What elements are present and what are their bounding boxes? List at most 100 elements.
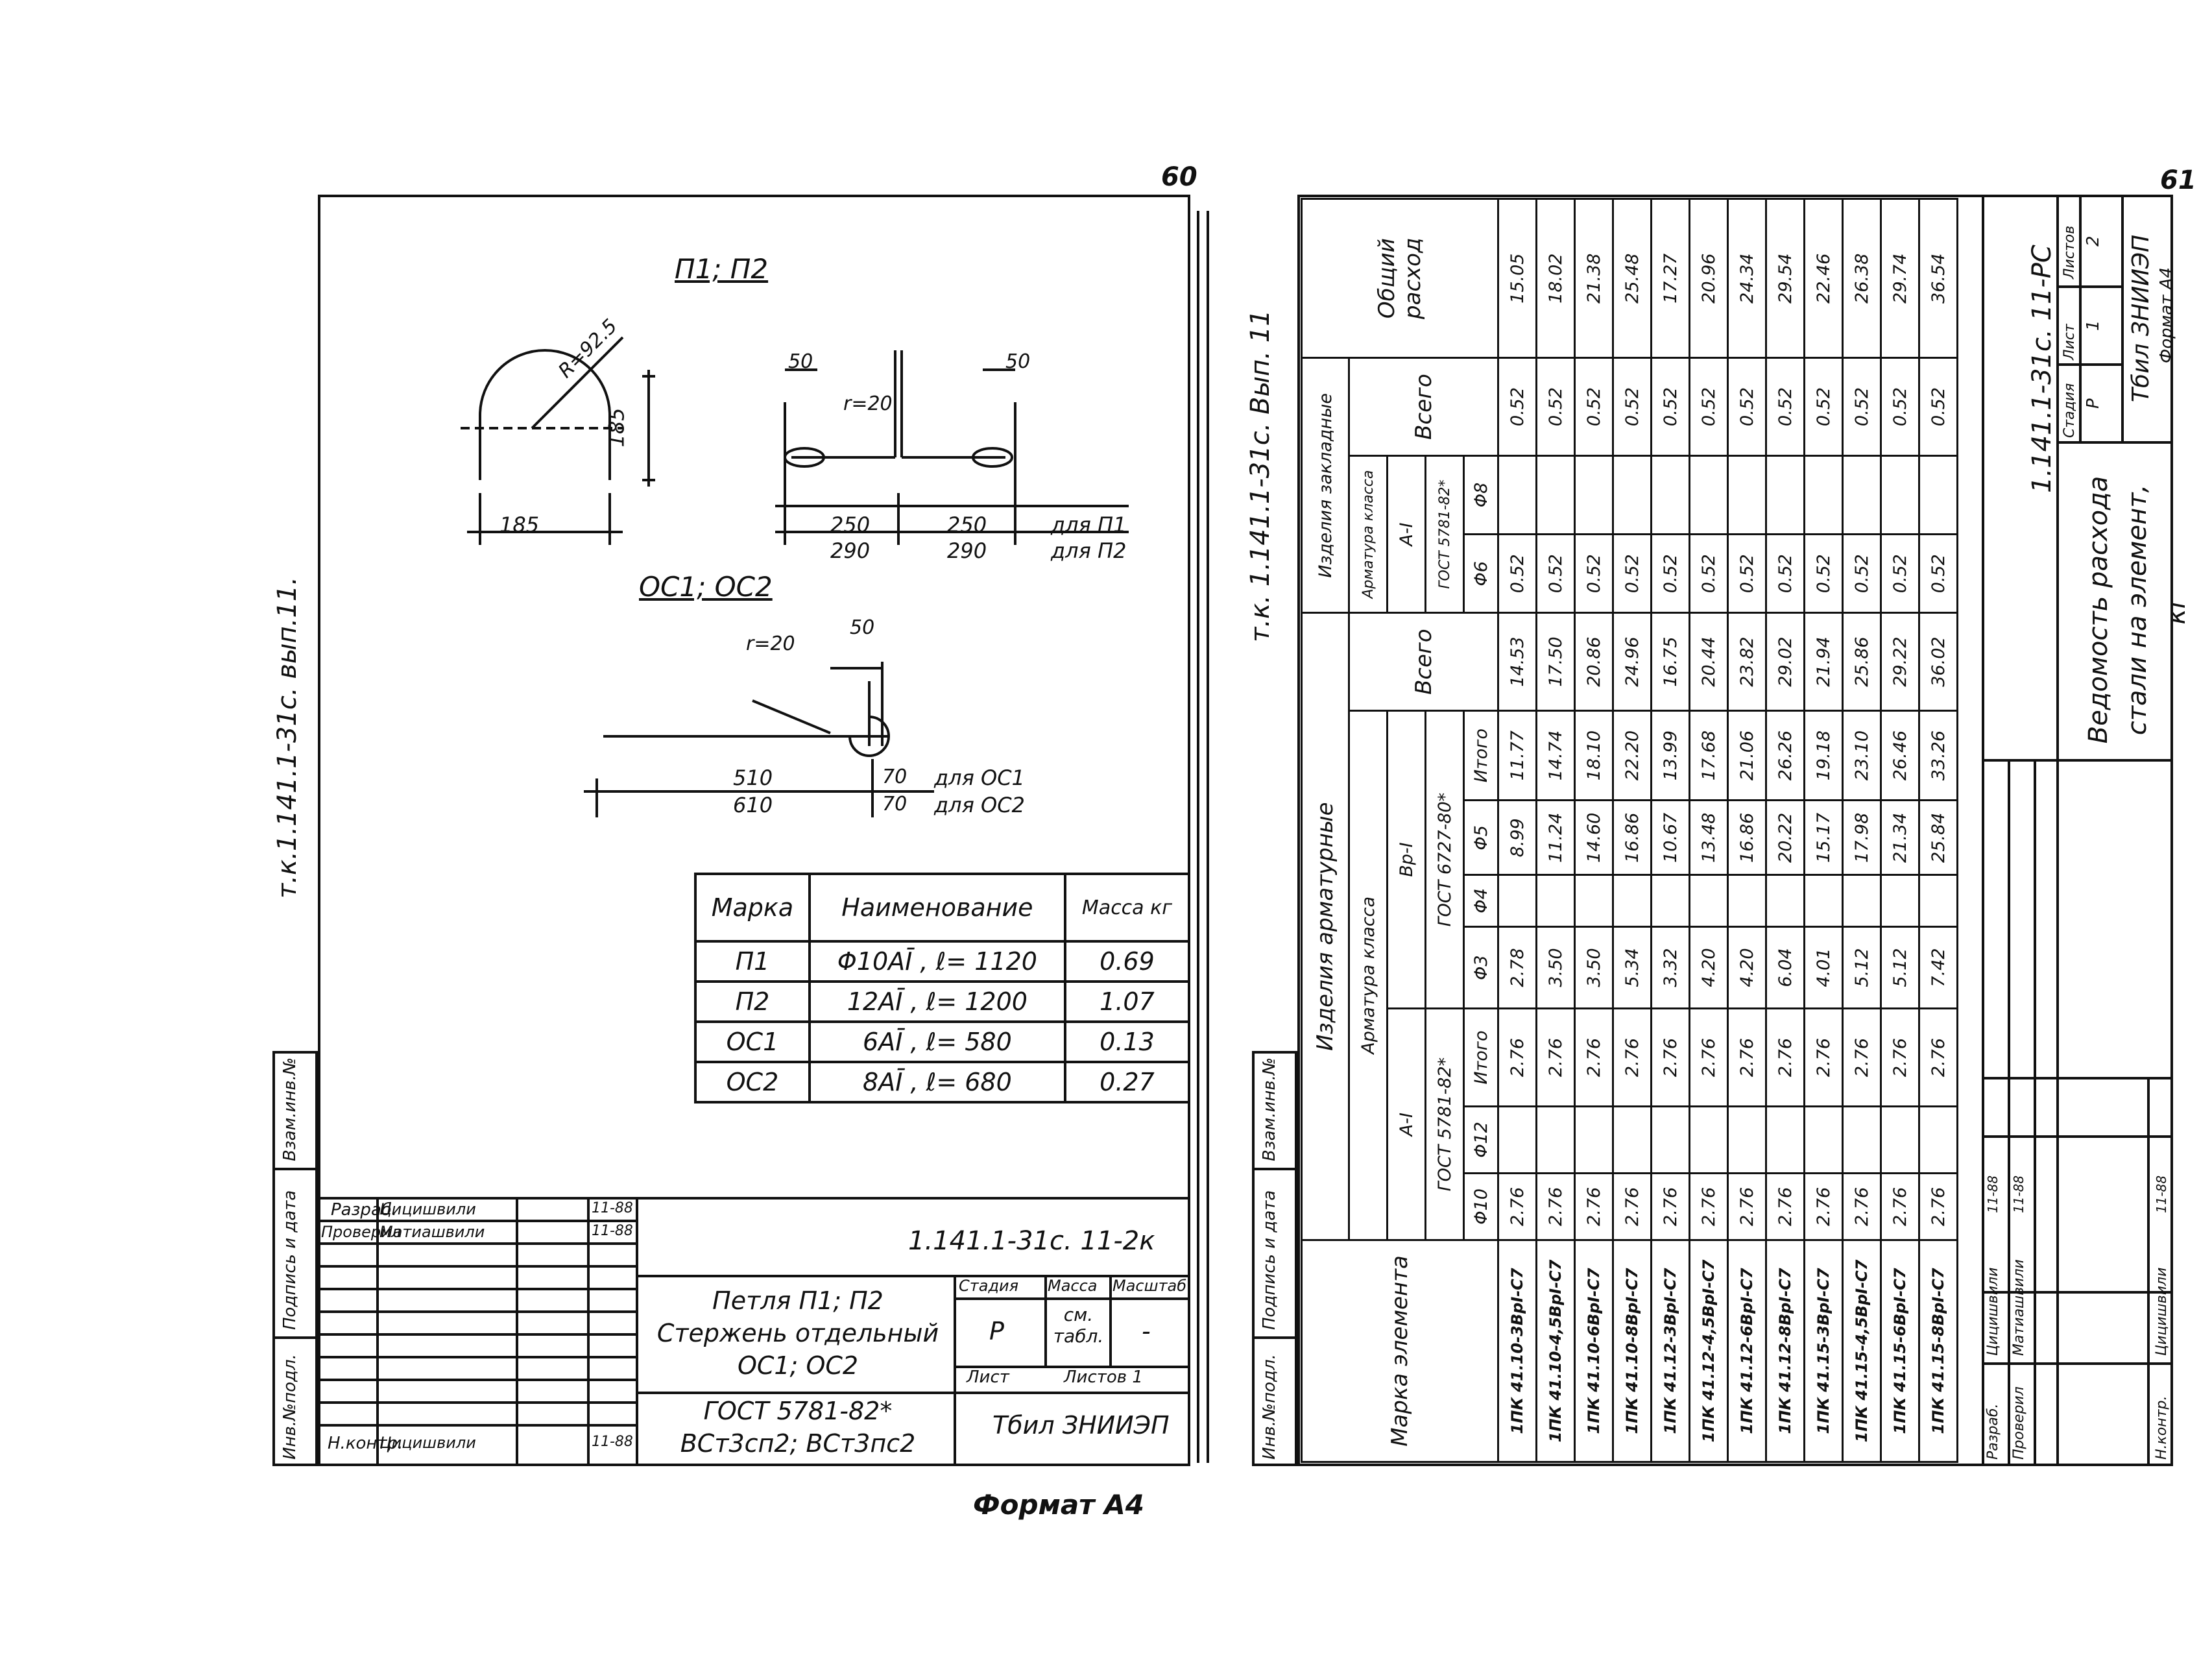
spec-mass: 1.07 [1063, 980, 1191, 1023]
label-for-os1: для ОС1 [934, 766, 1025, 790]
spec-mark: П2 [694, 980, 811, 1023]
drawing-os-svg [584, 662, 934, 817]
cell-value [1842, 874, 1881, 927]
h-all: Всего [1349, 612, 1498, 711]
date-razrab-r: 11-88 [1985, 1175, 2001, 1213]
cell-value: 2.76 [1881, 1173, 1919, 1240]
cell-value: 17.27 [1651, 199, 1690, 358]
sheets-value-r: 2 [2084, 235, 2103, 247]
cell-value: 0.52 [1689, 534, 1728, 613]
cell-value: 0.52 [1536, 534, 1575, 613]
drawing-p-svg [461, 336, 1129, 545]
cell-mark: 1ПК 41.10-3ВрI-С7 [1498, 1240, 1537, 1462]
left-sheet-frame [318, 195, 1190, 1466]
spec-mass: 0.13 [1063, 1020, 1191, 1063]
h-d6: Φ6 [1463, 534, 1498, 613]
h-gost5781b: ГОСТ 5781-82* [1425, 455, 1464, 613]
steel-consumption-table: Марка элемента Изделия арматурные Издели… [1301, 198, 1958, 1463]
cell-value: 13.99 [1651, 710, 1690, 801]
cell-value: 0.52 [1919, 357, 1958, 456]
h-rebar-class-2: Арматура класса [1349, 455, 1388, 613]
cell-value: 2.76 [1766, 1008, 1805, 1107]
cell-value: 2.76 [1804, 1173, 1843, 1240]
mass-header: Масса [1048, 1277, 1098, 1295]
name-proveril: Матиашвили [379, 1223, 485, 1241]
label-for-os2: для ОС2 [934, 793, 1025, 817]
cell-value: 25.84 [1919, 800, 1958, 875]
cell-value: 29.74 [1881, 199, 1919, 358]
cell-value: 36.02 [1919, 612, 1958, 711]
cell-value: 18.02 [1536, 199, 1575, 358]
cell-value: 19.18 [1804, 710, 1843, 801]
cell-value [1804, 1106, 1843, 1174]
cell-value: 29.02 [1766, 612, 1805, 711]
dim-510: 510 [733, 766, 773, 790]
spec-mark: ОС1 [694, 1020, 811, 1063]
cell-value: 23.10 [1842, 710, 1881, 801]
h-rebar-class: Арматура класса [1349, 710, 1388, 1240]
cell-value [1919, 455, 1958, 535]
h-ai-2: A-I [1387, 455, 1426, 613]
cell-value: 2.76 [1842, 1008, 1881, 1107]
cell-value: 2.76 [1842, 1173, 1881, 1240]
h-d5: Φ5 [1463, 800, 1498, 875]
cell-value: 0.52 [1919, 534, 1958, 613]
doc-code-r: 1.141.1-31с. 11-РС [2027, 245, 2057, 493]
cell-value [1804, 874, 1843, 927]
cell-mark: 1ПК 41.15-3ВрI-С7 [1804, 1240, 1843, 1462]
date-nkontr-r: 11-88 [2154, 1175, 2169, 1213]
cell-value: 0.52 [1613, 534, 1652, 613]
org-name-r: Тбил ЗНИИЭП [2128, 234, 2154, 402]
h-d8: Φ8 [1463, 455, 1498, 535]
dim-r20: r=20 [843, 392, 893, 415]
role-nkontr: Н.контр. [328, 1434, 403, 1453]
cell-value: 29.22 [1881, 612, 1919, 711]
cell-value [1613, 874, 1652, 927]
cell-value: 5.34 [1613, 926, 1652, 1009]
stamp-vzam-inv-r: Взам.инв.№ [1260, 1057, 1279, 1161]
date-proveril-r: 11-88 [2011, 1175, 2026, 1213]
center-divider [1197, 211, 1199, 1463]
format-label: Формат А4 [973, 1489, 1144, 1521]
cell-value: 20.22 [1766, 800, 1805, 875]
h-total: Общий расход [1301, 199, 1498, 358]
sheet-label: Лист [967, 1368, 1009, 1387]
h-d3: Φ3 [1463, 926, 1498, 1009]
role-proveril: Проверил [321, 1223, 402, 1241]
cell-value: 23.82 [1727, 612, 1766, 711]
cell-value [1842, 1106, 1881, 1174]
stage-value-r: Р [2084, 398, 2103, 409]
spec-name: Φ10AĪ , ℓ= 1120 [808, 940, 1066, 983]
dim-70-a: 70 [882, 766, 908, 788]
cell-value: 2.76 [1498, 1008, 1537, 1107]
cell-value [1881, 874, 1919, 927]
cell-value: 2.76 [1651, 1173, 1690, 1240]
name-nkontr: Цицишвили [379, 1434, 476, 1452]
cell-value: 2.76 [1727, 1008, 1766, 1107]
cell-value [1766, 1106, 1805, 1174]
h-embedded: Изделия закладные [1301, 357, 1349, 613]
dim-185-horizontal: 185 [499, 512, 540, 537]
cell-value: 26.46 [1881, 710, 1919, 801]
cell-value: 0.52 [1842, 357, 1881, 456]
cell-value: 14.53 [1498, 612, 1537, 711]
cell-value [1574, 874, 1613, 927]
cell-value: 2.76 [1727, 1173, 1766, 1240]
cell-value: 22.20 [1613, 710, 1652, 801]
right-sheet-frame [1297, 195, 2173, 1466]
right-side-label: т.к. 1.141.1-31с. Вып. 11 [1245, 309, 1275, 642]
cell-value [1651, 1106, 1690, 1174]
cell-mark: 1ПК 41.12-3ВрI-С7 [1651, 1240, 1690, 1462]
h-itogo-2: Итого [1463, 710, 1498, 801]
stamp-signature-date: Подпись и дата [280, 1190, 300, 1330]
cell-value [1651, 874, 1690, 927]
cell-value [1689, 1106, 1728, 1174]
scale-header: Масштаб [1112, 1277, 1187, 1295]
cell-value: 5.12 [1881, 926, 1919, 1009]
